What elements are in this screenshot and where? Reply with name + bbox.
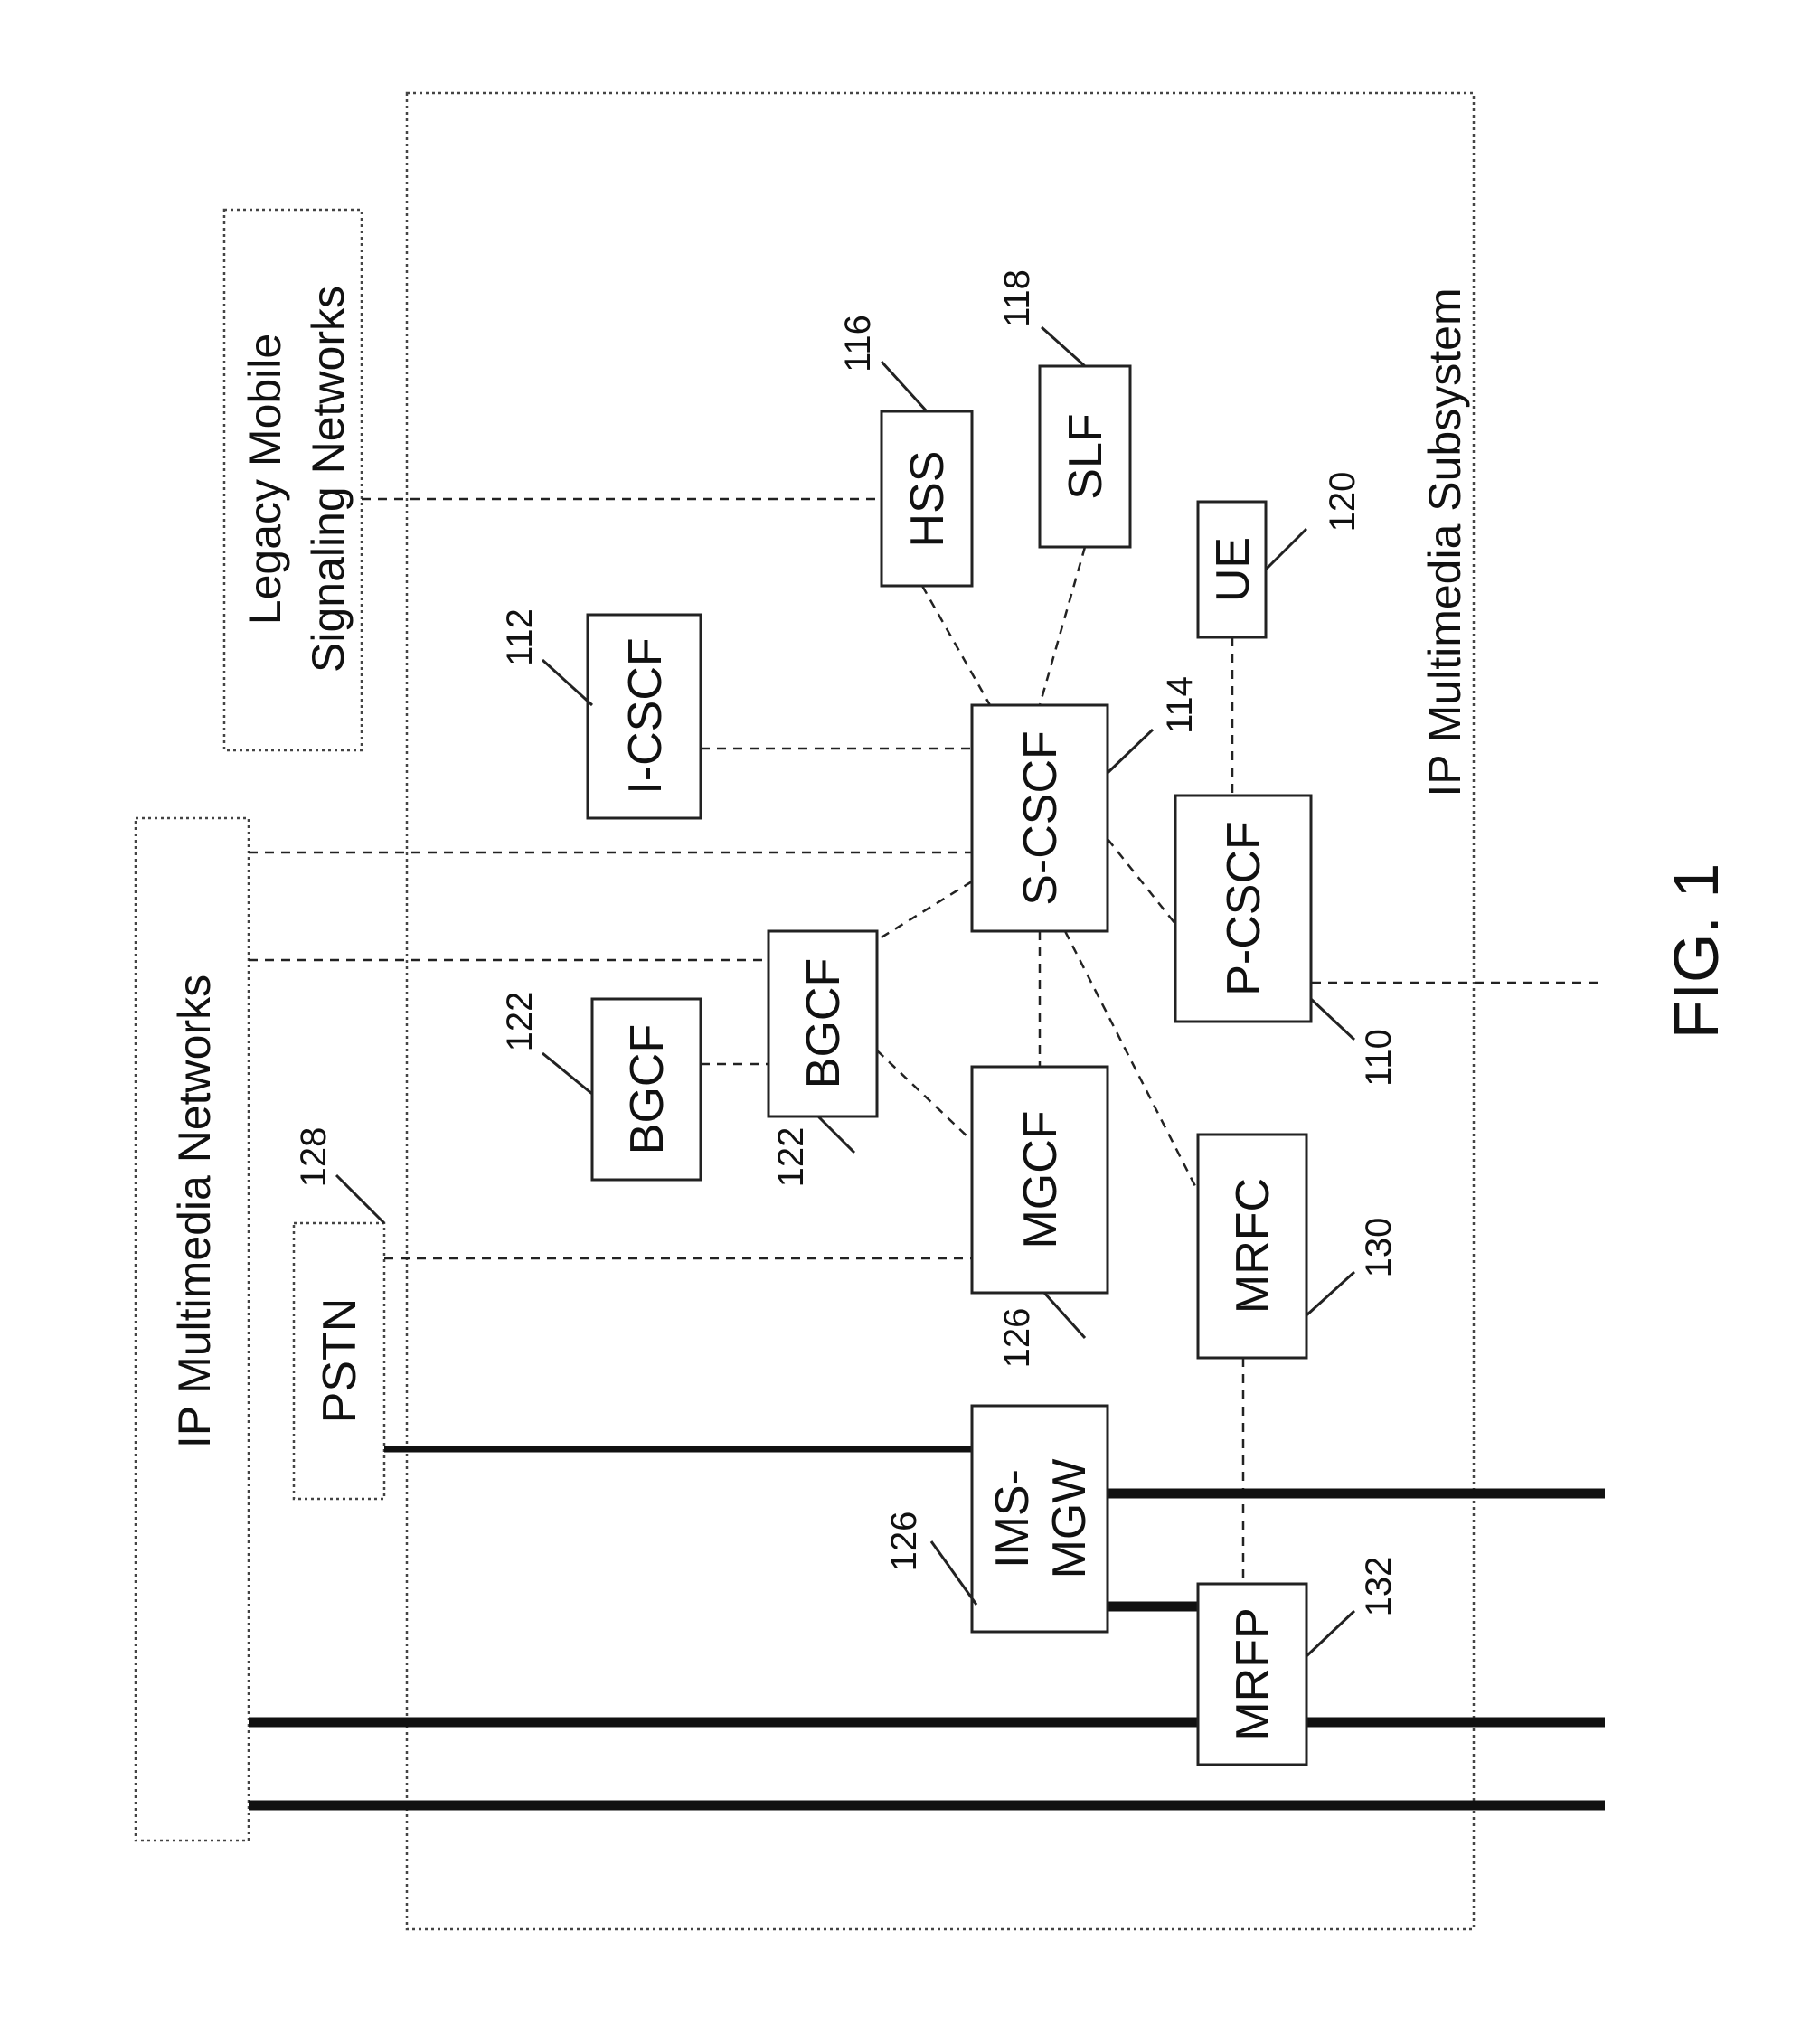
ref-132: 132 xyxy=(1359,1557,1399,1617)
ref-114: 114 xyxy=(1160,676,1200,734)
ue-label: UE xyxy=(1207,537,1259,602)
bgcf-label-b: BGCF xyxy=(797,958,850,1088)
icscf-label: I-CSCF xyxy=(619,637,672,794)
legacy-label-line1: Legacy Mobile xyxy=(240,334,290,625)
imsmgw-label-line1: IMS- xyxy=(986,1469,1039,1568)
ims-region xyxy=(407,93,1474,1929)
legacy-label-line2: Signaling Networks xyxy=(303,286,354,673)
ref-122-b: 122 xyxy=(771,1127,811,1188)
ref-120: 120 xyxy=(1323,472,1363,532)
mrfp-label: MRFP xyxy=(1227,1607,1279,1740)
ref-126-mgcf: 126 xyxy=(997,1308,1037,1369)
hss-label: HSS xyxy=(901,451,954,548)
mgcf-label: MGCF xyxy=(1014,1110,1067,1248)
ref-116: 116 xyxy=(838,315,878,372)
ref-112: 112 xyxy=(500,608,540,666)
ipmm-label: IP Multimedia Networks xyxy=(169,975,220,1448)
mrfc-label: MRFC xyxy=(1227,1178,1279,1314)
pstn-label: PSTN xyxy=(314,1298,366,1424)
scscf-label: S-CSCF xyxy=(1014,730,1067,906)
leader-128 xyxy=(336,1175,384,1223)
ref-128: 128 xyxy=(294,1127,334,1188)
ref-122-a: 122 xyxy=(500,992,540,1052)
ref-126-mgw: 126 xyxy=(884,1512,924,1572)
pcscf-label: P-CSCF xyxy=(1218,821,1270,996)
bgcf-label-a: BGCF xyxy=(621,1024,674,1154)
ref-110: 110 xyxy=(1359,1029,1399,1087)
slf-label: SLF xyxy=(1060,413,1112,499)
ref-118: 118 xyxy=(997,269,1037,327)
ims-label: IP Multimedia Subsystem xyxy=(1419,287,1470,796)
ref-130: 130 xyxy=(1359,1218,1399,1278)
figure-label: FIG. 1 xyxy=(1661,863,1731,1039)
imsmgw-label-line2: MGW xyxy=(1043,1459,1096,1579)
